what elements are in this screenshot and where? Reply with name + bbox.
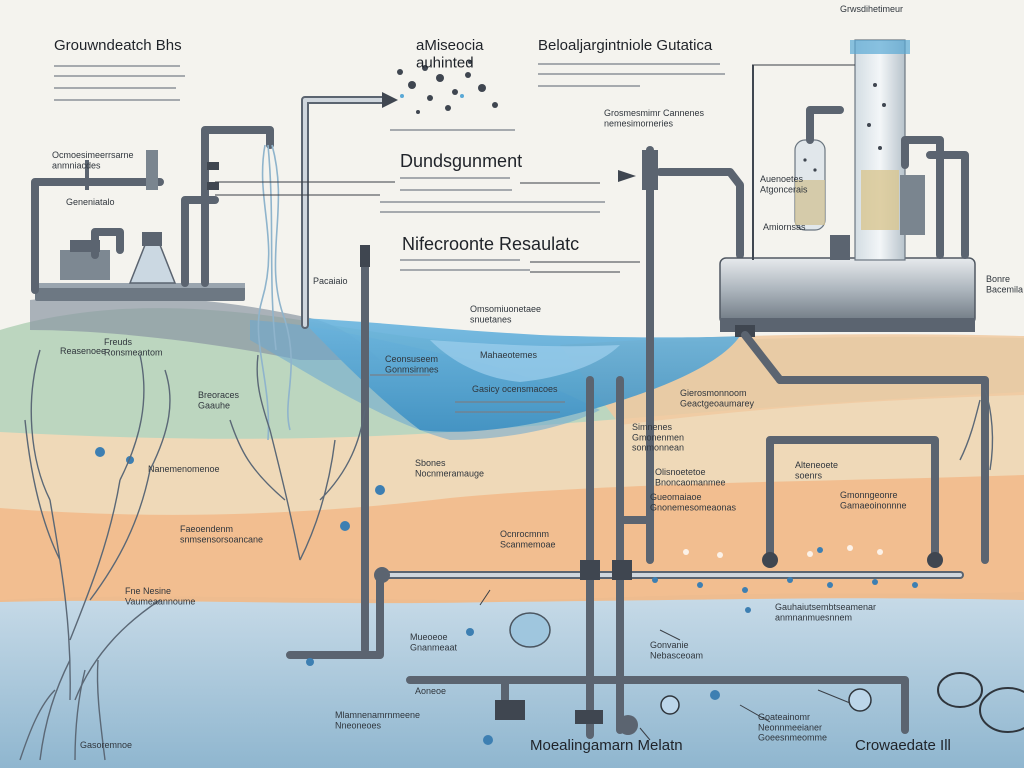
diagram-center-label: Dundsgunment (400, 151, 522, 171)
tank-side-label: Amiornsas (763, 222, 806, 232)
bottom-center-label: Moealingamarn Melatn (530, 737, 683, 754)
surface-left-label: Pacaiaio (313, 276, 348, 286)
reservoir-title: Nifecroonte Resaulatc (402, 234, 579, 254)
discharge-pipe (301, 92, 398, 329)
underground-network (95, 331, 1024, 745)
standpipes (360, 146, 744, 654)
left-mid-label: Geneniatalo (66, 197, 115, 207)
bottom-right-label: Crowaedate Ill (855, 737, 951, 754)
header-left-title: Grouwndeatch Bhs (54, 37, 182, 54)
particles (397, 60, 498, 114)
pump-station (31, 126, 274, 301)
clay-layer (0, 390, 1024, 515)
treatment-plant (719, 39, 976, 337)
aquifer-band-label: Gasicy ocensmacoes (472, 384, 558, 394)
lake-label: Mahaeotemes (480, 350, 538, 360)
bottom-c-label: Aoneoe (415, 686, 446, 696)
header-top-right-label: Grwsdihetimeur (840, 4, 903, 14)
roots-c-label: Nanemenomenoe (148, 464, 220, 474)
vegetation (19, 349, 994, 761)
text-placeholder-lines (54, 63, 725, 413)
lake-highlight (430, 340, 620, 382)
bottom-left-label: Gasoremnoe (80, 740, 132, 750)
header-right-title: Beloaljargintniole Gutatica (538, 37, 713, 54)
leader-lines (215, 181, 851, 741)
rf-label: Reasenoee (60, 346, 106, 356)
water-stream (257, 144, 292, 441)
